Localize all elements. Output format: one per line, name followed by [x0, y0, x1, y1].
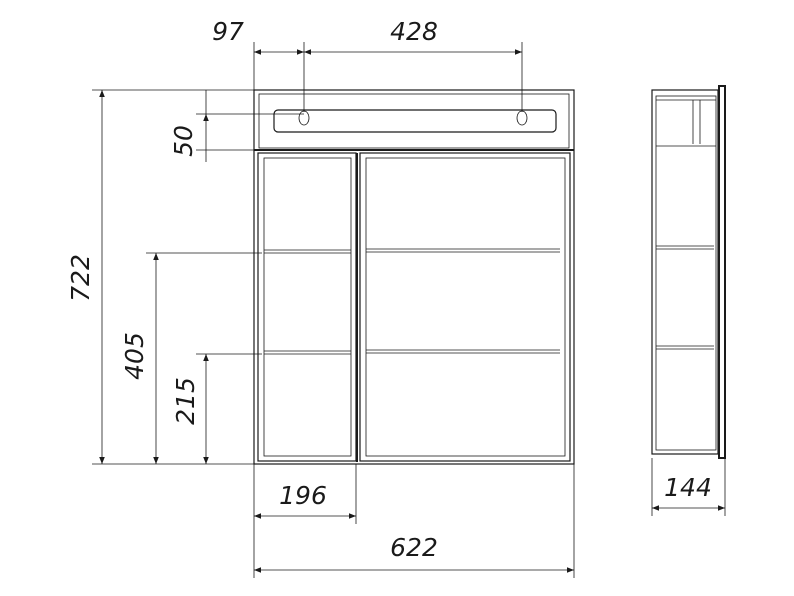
lamp-bar	[273, 109, 557, 133]
left-door	[257, 152, 358, 462]
side-body	[651, 89, 719, 455]
lamp-left	[298, 110, 310, 126]
dimension-handle-offset: 97	[212, 17, 244, 46]
side-door-profile	[718, 85, 726, 459]
dimension-left-door-width: 196	[279, 481, 327, 510]
lamp-right	[516, 110, 528, 126]
dimension-lower-shelf-height: 215	[171, 377, 200, 425]
dimension-depth: 144	[664, 473, 712, 502]
front-view	[253, 89, 575, 465]
dimension-total-width: 622	[390, 533, 438, 562]
dimension-upper-shelf-height: 405	[120, 332, 149, 380]
dimension-total-height: 722	[66, 254, 95, 302]
right-door	[359, 152, 571, 462]
light-panel	[258, 93, 570, 149]
cabinet-outline	[253, 89, 575, 465]
dimension-top-panel-height: 50	[169, 125, 198, 157]
dimension-handle-span: 428	[390, 17, 438, 46]
side-view	[651, 85, 726, 459]
dimension-lines	[92, 42, 726, 578]
